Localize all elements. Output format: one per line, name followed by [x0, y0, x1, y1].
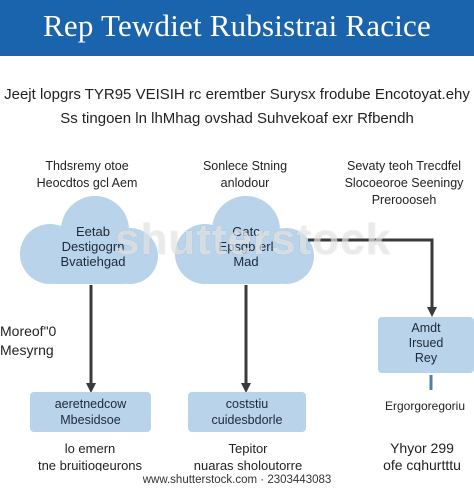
- bottom-right-caption: Yhyor 299 ofe cghurtttu: [383, 440, 461, 473]
- bottom-left-caption: lo emern tne bruitiogeurons: [37, 441, 143, 473]
- page-title: Rep Tewdiet Rubsistrai Racice: [43, 8, 431, 43]
- arrow-right-connector: [308, 238, 437, 317]
- intro-line-2: Ss tingoen ln lhMhag ovshad Suhvekoaf ex…: [60, 110, 414, 127]
- cloud-left-label: Eetab Destigogrn Bvatiehgad: [60, 224, 126, 269]
- cloud-middle-shape: [175, 196, 314, 284]
- middle-header: Sonlece Stning anlodour: [202, 159, 288, 190]
- cloud-left-shape: [20, 196, 158, 284]
- footer-credit: www.shutterstock.com · 2303443083: [0, 471, 474, 489]
- title-banner: Rep Tewdiet Rubsistrai Racice: [0, 0, 474, 56]
- cloud-middle-label: Gatc Epsgb erl Mad: [218, 224, 274, 269]
- right-header: Sevaty teoh Trecdfel Slocoeoroe Seeningy…: [344, 159, 464, 207]
- side-left-label: Moreof"0 Mesyrng: [0, 323, 57, 358]
- right-box: Amdt Irsued Rey: [378, 317, 474, 373]
- box-left: aeretnedcow Mbesidsoe: [30, 392, 151, 432]
- left-header: Thdsremy otoe Heocdtos gcl Aem: [36, 159, 138, 190]
- right-caption: Ergorgoregoriu: [384, 399, 466, 413]
- watermark: shutterstock: [115, 215, 392, 264]
- bottom-middle-caption: Tepitor nuaras sholoutorre: [193, 441, 303, 473]
- intro-line-1: Jeejt lopgrs TYR95 VEISIH rc eremtber Su…: [4, 86, 470, 103]
- box-middle: coststiu cuidesbdorle: [188, 392, 306, 432]
